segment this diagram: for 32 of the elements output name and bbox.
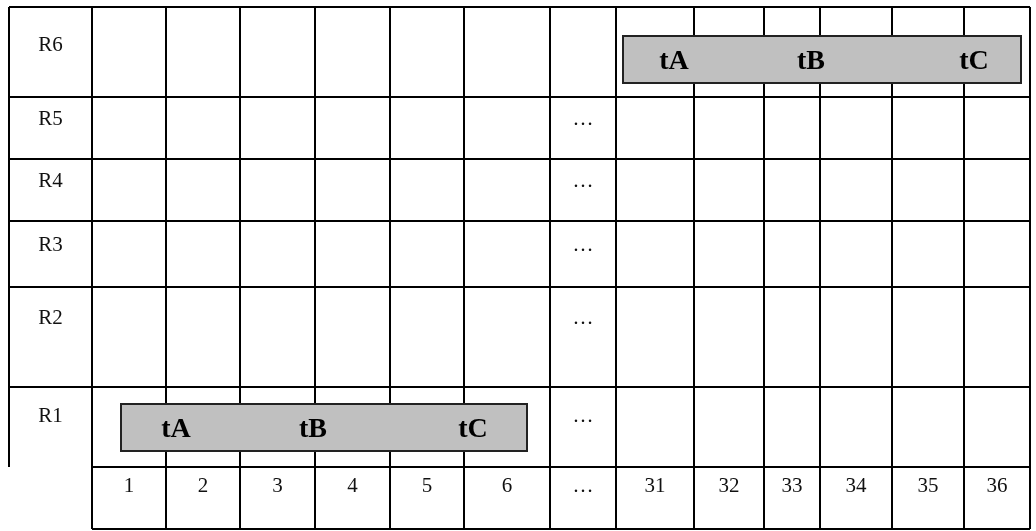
- bar-label: tA: [659, 45, 689, 74]
- bar-label: tB: [299, 413, 327, 442]
- column-number: 35: [917, 474, 939, 496]
- column-number: 1: [123, 474, 135, 496]
- ellipsis: …: [572, 108, 594, 130]
- row-label: R6: [38, 34, 63, 56]
- ellipsis: …: [572, 233, 594, 255]
- ellipsis: …: [572, 474, 594, 496]
- column-number: 4: [347, 474, 358, 496]
- bar-label: tA: [161, 413, 191, 442]
- row-label: R4: [38, 170, 63, 192]
- column-number: 34: [845, 474, 867, 496]
- column-number: 33: [781, 474, 803, 496]
- column-number: 6: [501, 474, 513, 496]
- bar-label: tC: [458, 413, 488, 442]
- column-number: 5: [421, 474, 433, 496]
- row-label: R3: [38, 233, 63, 255]
- column-number: 32: [718, 474, 740, 496]
- ellipsis: …: [572, 306, 594, 328]
- bar-label: tB: [797, 45, 825, 74]
- time-bar: [120, 403, 528, 452]
- row-label: R5: [38, 108, 63, 130]
- ellipsis: …: [572, 170, 594, 192]
- row-label: R1: [38, 404, 63, 426]
- ellipsis: …: [572, 404, 594, 426]
- row-label: R2: [38, 306, 63, 328]
- column-number: 3: [272, 474, 283, 496]
- bar-label: tC: [959, 45, 989, 74]
- column-number: 31: [644, 474, 666, 496]
- column-number: 36: [986, 474, 1008, 496]
- time-bar: [622, 35, 1022, 84]
- column-number: 2: [197, 474, 209, 496]
